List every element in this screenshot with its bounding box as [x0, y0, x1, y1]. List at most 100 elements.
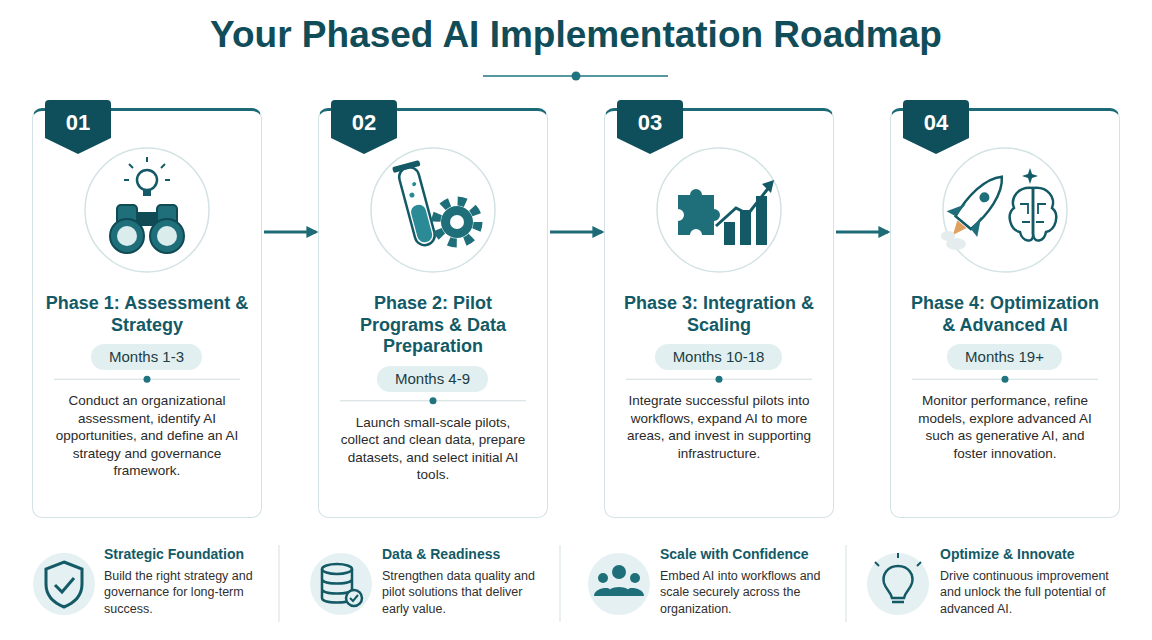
months-pill: Months 10-18 [655, 344, 783, 370]
months-range: Months 1-3 [109, 348, 184, 365]
phase-title: Phase 2: Pilot Programs & Data Preparati… [331, 293, 535, 358]
test-tube-gear-icon [409, 192, 415, 198]
puzzle-chart-icon [740, 210, 751, 245]
binoculars-icon [165, 179, 170, 181]
feature-heading: Scale with Confidence [660, 546, 838, 562]
database-icon [350, 595, 358, 601]
people-icon [588, 553, 650, 615]
database-icon [322, 564, 352, 574]
months-range: Months 4-9 [395, 370, 470, 387]
phase-description: Conduct an organizational assessment, id… [49, 392, 245, 480]
badge-shape [331, 100, 397, 154]
bulb-icon [892, 601, 904, 604]
phase-title: Phase 4: Optimization & Advanced AI [903, 293, 1107, 336]
phase-number: 03 [617, 110, 683, 136]
phase-number: 01 [45, 110, 111, 136]
people-icon [630, 573, 640, 583]
binoculars-icon [110, 219, 144, 253]
phase-description: Monitor performance, refine models, expl… [907, 392, 1103, 462]
binoculars-icon [150, 219, 184, 253]
rocket-brain-icon [970, 217, 989, 237]
pill-rule-dot [716, 376, 723, 383]
bulb-icon [867, 553, 929, 615]
test-tube-gear-icon [441, 206, 473, 238]
test-tube-gear-icon [409, 203, 433, 244]
test-tube-gear-icon [412, 182, 417, 187]
months-range: Months 10-18 [673, 348, 765, 365]
rocket-brain-icon [1020, 204, 1046, 222]
rocket-brain-icon [938, 164, 1017, 248]
phase-number-badge: 02 [331, 100, 397, 154]
badge-shape [617, 100, 683, 154]
rocket-brain-icon [1022, 168, 1038, 184]
separators [846, 545, 847, 622]
phase-number-badge: 04 [903, 100, 969, 154]
flow-arrow [264, 231, 316, 234]
binoculars-icon [129, 164, 133, 168]
phase-description: Launch small-scale pilots, collect and c… [335, 414, 531, 484]
feature-heading: Data & Readiness [382, 546, 552, 562]
feature-text: Strengthen data quality and pilot soluti… [382, 568, 552, 617]
people-icon [594, 588, 610, 596]
test-tube-gear-icon [436, 201, 478, 243]
rocket-brain-icon [938, 164, 1057, 250]
phase-title: Phase 1: Assessment & Strategy [45, 293, 249, 336]
phase-description: Integrate successful pilots into workflo… [621, 392, 817, 462]
feature-text: Build the right strategy and governance … [104, 568, 272, 617]
badge-shape [903, 100, 969, 154]
shield-icon [46, 562, 82, 607]
puzzle-chart-icon [724, 222, 735, 245]
puzzle-chart-icon [678, 189, 720, 235]
binoculars-icon [137, 170, 157, 190]
shield-icon [55, 578, 74, 592]
people-icon [628, 588, 644, 596]
binoculars-icon [157, 226, 177, 246]
bulb-icon [867, 553, 929, 615]
badge-shape [45, 100, 111, 154]
pill-rule-dot [1002, 376, 1009, 383]
rocket-brain-icon [1033, 188, 1056, 241]
puzzle-chart-icon [762, 180, 774, 193]
phase-card: Phase 4: Optimization & Advanced AI Monit… [890, 108, 1120, 518]
binoculars-icon [146, 157, 148, 162]
separators [560, 545, 561, 622]
feature-heading: Optimize & Innovate [940, 546, 1132, 562]
bulb-icon [897, 553, 899, 558]
rocket-brain-icon [941, 231, 955, 241]
test-tube-gear-icon [392, 160, 441, 248]
phase-number: 02 [331, 110, 397, 136]
binoculars-icon [161, 164, 165, 168]
test-tube-gear-icon [397, 165, 437, 247]
feature-text: Embed AI into workflows and scale secure… [660, 568, 838, 617]
feature-text: Drive continuous improvement and unlock … [940, 568, 1132, 617]
flow-arrow [836, 231, 888, 234]
people-icon [612, 565, 626, 579]
feature-heading: Strategic Foundation [104, 546, 272, 562]
rocket-brain-icon [947, 198, 966, 218]
binoculars-icon [110, 157, 184, 253]
icon-circles [85, 148, 209, 272]
phase-card: Phase 1: Assessment & StrategyConduct an… [32, 108, 262, 518]
database-icon [310, 553, 372, 615]
separators [279, 545, 280, 622]
diagram-title: Your Phased AI Implementation Roadmap [0, 14, 1152, 56]
bulb-icon [884, 566, 913, 598]
months-pill: Months 19+ [947, 344, 1062, 370]
icon-circles [657, 148, 781, 272]
people-icon [588, 553, 650, 615]
phase-number-badge: 01 [45, 100, 111, 154]
pill-rule-dot [144, 376, 151, 383]
binoculars-icon [117, 226, 137, 246]
rocket-brain-icon [954, 169, 1011, 230]
title-rule [572, 72, 581, 81]
phase-card: Phase 2: Pilot Programs & Data Preparati… [318, 108, 548, 518]
test-tube-gear-icon [392, 160, 421, 173]
pill-rule-dot [430, 397, 437, 404]
puzzle-chart-icon [678, 180, 774, 245]
bulb-icon [875, 562, 879, 566]
puzzle-chart-icon [716, 186, 770, 226]
months-range: Months 19+ [965, 348, 1044, 365]
shield-icon [33, 553, 95, 615]
flow-arrow [550, 231, 602, 234]
